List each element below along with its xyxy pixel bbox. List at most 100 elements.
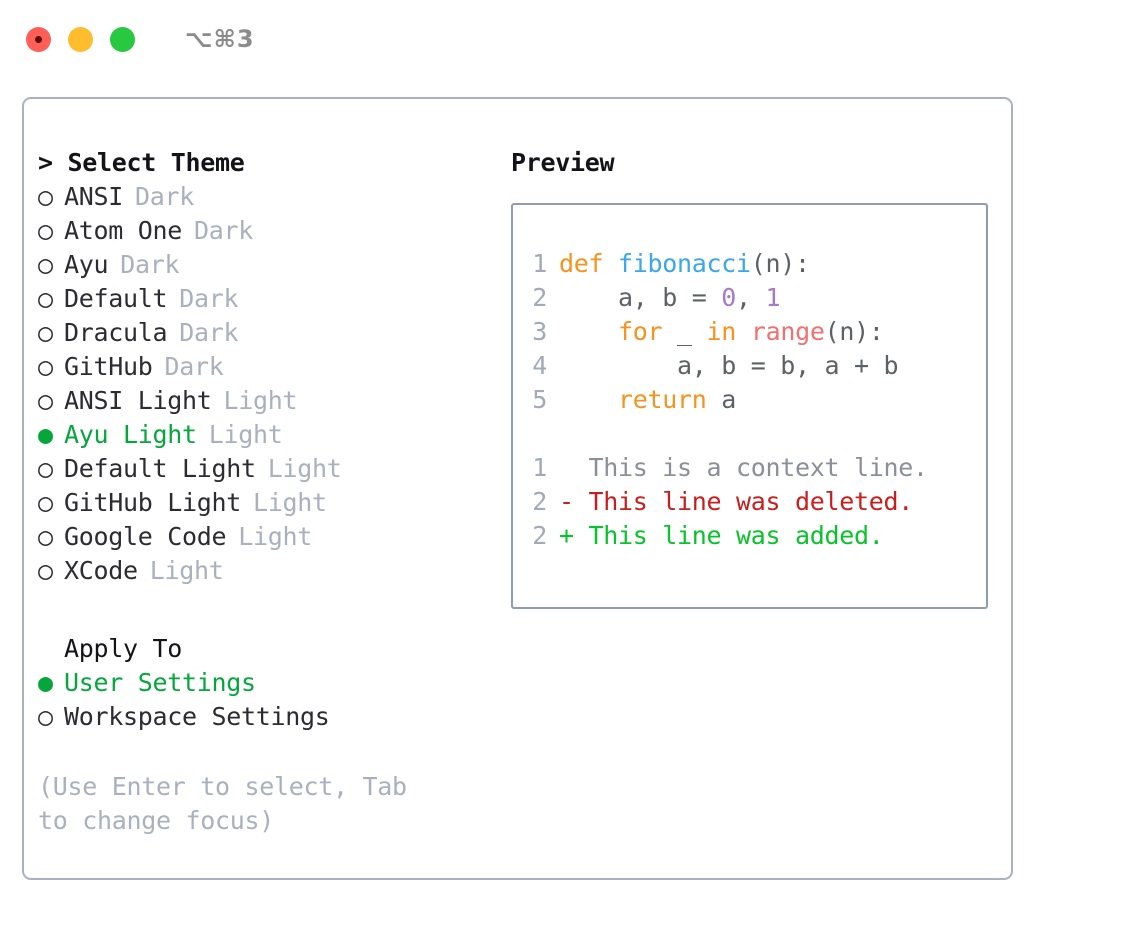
- code-line: 4 a, b = b, a + b: [530, 349, 986, 383]
- theme-option-badge: Dark: [164, 352, 224, 381]
- theme-option-label: GitHub Light: [64, 488, 242, 517]
- diff-text: This line was deleted.: [588, 487, 914, 516]
- minimize-button-icon[interactable]: [68, 26, 93, 52]
- code-diff-separator: [530, 417, 986, 451]
- theme-option-badge: Light: [253, 488, 327, 517]
- code-token-num: 1: [765, 283, 781, 312]
- code-token-plain: [559, 317, 618, 346]
- theme-option-label: ANSI Light: [64, 386, 212, 415]
- theme-option-badge: Light: [223, 386, 298, 415]
- code-token-fn: fibonacci: [618, 249, 751, 278]
- radio-empty-icon: ○: [38, 284, 53, 313]
- diff-sign: -: [559, 487, 589, 516]
- theme-option-label: Atom One: [64, 216, 183, 245]
- code-token-plain: (n):: [824, 317, 884, 346]
- radio-empty-icon: ○: [38, 556, 53, 585]
- theme-option-label: XCode: [64, 556, 138, 585]
- diff-line-add: 2 + This line was added.: [530, 519, 986, 553]
- preview-title: Preview: [511, 148, 615, 177]
- theme-option-badge: Light: [238, 522, 313, 551]
- theme-option-badge: Light: [208, 420, 283, 449]
- theme-option-xcode[interactable]: ○ XCode Light: [38, 554, 494, 588]
- theme-option-label: Google Code: [64, 522, 227, 551]
- theme-option-badge: Dark: [179, 284, 239, 313]
- close-dot-icon: [35, 35, 42, 43]
- section-spacer: [38, 588, 494, 632]
- radio-empty-icon: ○: [38, 352, 53, 381]
- theme-option-github-light[interactable]: ○ GitHub Light Light: [38, 486, 494, 520]
- line-number: 5: [532, 385, 547, 414]
- theme-option-label: Default: [64, 284, 168, 313]
- apply-to-header: Apply To: [64, 634, 183, 663]
- theme-option-badge: Light: [149, 556, 224, 585]
- title-bar: ⌥⌘3: [0, 0, 1140, 78]
- theme-option-atom-one[interactable]: ○ Atom One Dark: [38, 214, 494, 248]
- theme-option-badge: Dark: [194, 216, 254, 245]
- radio-empty-icon: ○: [38, 216, 53, 245]
- line-number: 1: [532, 453, 547, 482]
- theme-option-label: Ayu Light: [64, 420, 197, 449]
- diff-sign: +: [559, 521, 589, 550]
- apply-to-option-workspace-settings[interactable]: ○ Workspace Settings: [38, 700, 494, 734]
- theme-option-label: Ayu: [64, 250, 109, 279]
- theme-option-github[interactable]: ○ GitHub Dark: [38, 350, 494, 384]
- radio-empty-icon: ○: [38, 454, 53, 483]
- code-token-plain: a, b =: [559, 283, 722, 312]
- apply-to-list[interactable]: ●User Settings○ Workspace Settings: [38, 666, 494, 734]
- radio-empty-icon: ○: [38, 250, 53, 279]
- radio-empty-icon: ○: [38, 702, 53, 731]
- radio-empty-icon: ○: [38, 182, 53, 211]
- code-token-kw: for: [618, 317, 663, 346]
- code-token-plain: [736, 317, 751, 346]
- theme-option-label: GitHub: [64, 352, 153, 381]
- diff-text: This line was added.: [588, 521, 884, 550]
- theme-option-ayu[interactable]: ○ Ayu Dark: [38, 248, 494, 282]
- code-line: 5 return a: [530, 383, 986, 417]
- hint-spacer: [38, 734, 494, 770]
- theme-option-badge: Dark: [120, 250, 180, 279]
- theme-option-label: ANSI: [64, 182, 124, 211]
- theme-option-default[interactable]: ○ Default Dark: [38, 282, 494, 316]
- select-theme-header: > Select Theme: [38, 148, 245, 177]
- line-number: 2: [532, 521, 547, 550]
- radio-empty-icon: ○: [38, 522, 53, 551]
- code-token-kw: return: [618, 385, 707, 414]
- keyboard-shortcut-label: ⌥⌘3: [185, 25, 255, 53]
- apply-to-option-user-settings[interactable]: ●User Settings: [38, 666, 494, 700]
- window-controls: [26, 26, 135, 52]
- theme-option-label: Dracula: [64, 318, 168, 347]
- code-line: 3 for _ in range(n):: [530, 315, 986, 349]
- radio-empty-icon: ○: [38, 318, 53, 347]
- radio-empty-icon: ○: [38, 488, 53, 517]
- theme-option-badge: Dark: [179, 318, 239, 347]
- diff-sign: [559, 453, 589, 482]
- code-token-kw: in: [706, 317, 737, 346]
- close-button-icon[interactable]: [26, 26, 51, 52]
- line-number: 1: [532, 249, 547, 278]
- code-token-plain: a: [706, 385, 737, 414]
- code-token-kw: def: [559, 249, 619, 278]
- radio-selected-icon: ●: [38, 668, 53, 697]
- theme-option-dracula[interactable]: ○ Dracula Dark: [38, 316, 494, 350]
- code-line: 1 def fibonacci(n):: [530, 247, 986, 281]
- theme-option-google-code[interactable]: ○ Google Code Light: [38, 520, 494, 554]
- zoom-button-icon[interactable]: [110, 26, 135, 52]
- keyboard-hint: (Use Enter to select, Tab to change focu…: [38, 772, 407, 835]
- code-line: 2 a, b = 0, 1: [530, 281, 986, 315]
- apply-to-option-label: Workspace Settings: [64, 702, 330, 731]
- code-token-builtin: range: [750, 317, 825, 346]
- code-token-plain: (n):: [750, 249, 810, 278]
- line-number: 2: [532, 283, 547, 312]
